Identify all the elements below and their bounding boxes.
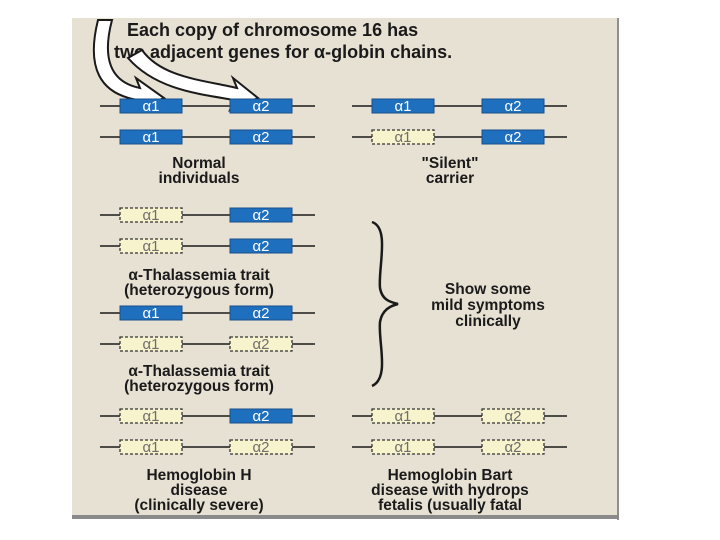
deleted-gene-box: [481, 439, 545, 455]
brace-note-line-2: mild symptoms: [431, 297, 545, 314]
genotype-caption-line: individuals: [159, 170, 240, 187]
active-gene-box: [119, 98, 183, 114]
genotype-caption-line: Hemoglobin Bart: [388, 467, 513, 484]
active-gene-box: [119, 129, 183, 145]
deleted-gene-box: [119, 439, 183, 455]
gene-label: α1: [394, 98, 411, 115]
gene-label: α1: [142, 207, 159, 224]
gene-label: α2: [252, 305, 269, 322]
gene-label: α1: [142, 98, 159, 115]
gene-label: α2: [504, 408, 521, 425]
gene-label: α2: [252, 336, 269, 353]
deleted-gene-box: [119, 408, 183, 424]
gene-label: α1: [142, 408, 159, 425]
active-gene-box: [229, 98, 293, 114]
gene-label: α2: [252, 439, 269, 456]
gene-label: α1: [142, 238, 159, 255]
active-gene-box: [481, 129, 545, 145]
genotype-caption-line: α-Thalassemia trait: [128, 363, 269, 380]
gene-label: α1: [142, 305, 159, 322]
gene-label: α2: [504, 129, 521, 146]
title-line-2: two adjacent genes for α-globin chains.: [114, 42, 452, 62]
brace-note-line-3: clinically: [455, 313, 521, 330]
active-gene-box: [229, 408, 293, 424]
genotype-caption-line: carrier: [426, 170, 474, 187]
gene-label: α2: [252, 408, 269, 425]
curly-brace: [371, 220, 399, 388]
deleted-gene-box: [229, 439, 293, 455]
genotype-caption-line: α-Thalassemia trait: [128, 267, 269, 284]
gene-label: α1: [142, 129, 159, 146]
active-gene-box: [119, 305, 183, 321]
genotype-caption-line: "Silent": [422, 155, 479, 172]
panel-bottom-edge: [72, 515, 619, 519]
genotype-trait-heterozygous: α1 α2 α1 α2 α-Thalassemia trait(heterozygous…: [100, 207, 315, 299]
active-gene-box: [229, 305, 293, 321]
gene-label: α2: [252, 238, 269, 255]
genotype-caption-line: (heterozygous form): [124, 282, 274, 299]
gene-label: α2: [504, 439, 521, 456]
active-gene-box: [229, 207, 293, 223]
alpha-thalassemia-diagram: Each copy of chromosome 16 has two adjac…: [92, 19, 567, 514]
title-line-1: Each copy of chromosome 16 has: [127, 20, 418, 40]
gene-label: α1: [394, 408, 411, 425]
genotype-caption-line: Hemoglobin H: [146, 467, 251, 484]
gene-label: α2: [504, 98, 521, 115]
deleted-gene-box: [371, 439, 435, 455]
deleted-gene-box: [119, 207, 183, 223]
diagram-panel: Each copy of chromosome 16 has two adjac…: [72, 18, 617, 517]
gene-label: α2: [252, 129, 269, 146]
gene-label: α1: [394, 439, 411, 456]
gene-label: α1: [142, 336, 159, 353]
active-gene-box: [229, 238, 293, 254]
genotype-caption-line: (clinically severe): [134, 497, 263, 514]
active-gene-box: [229, 129, 293, 145]
deleted-gene-box: [481, 408, 545, 424]
genotype-caption-line: Normal: [172, 155, 225, 172]
deleted-gene-box: [371, 408, 435, 424]
genotype-silent-carrier: α1 α2 α1 α2 "Silent"carrier: [352, 98, 567, 187]
deleted-gene-box: [119, 336, 183, 352]
genotype-caption-line: disease: [171, 482, 228, 499]
genotype-caption-line: disease with hydrops: [371, 482, 529, 499]
genotype-caption-line: fetalis (usually fatal: [378, 497, 522, 514]
genotype-trait-homozygous: α1 α2 α1 α2 α-Thalassemia trait(heterozygous…: [100, 305, 315, 395]
gene-label: α2: [252, 207, 269, 224]
genotype-caption-line: (heterozygous form): [124, 378, 274, 395]
panel-right-edge: [617, 18, 619, 520]
deleted-gene-box: [119, 238, 183, 254]
deleted-gene-box: [371, 129, 435, 145]
gene-label: α1: [142, 439, 159, 456]
active-gene-box: [481, 98, 545, 114]
deleted-gene-box: [229, 336, 293, 352]
gene-label: α1: [394, 129, 411, 146]
gene-label: α2: [252, 98, 269, 115]
brace-note-line-1: Show some: [445, 281, 532, 298]
active-gene-box: [371, 98, 435, 114]
